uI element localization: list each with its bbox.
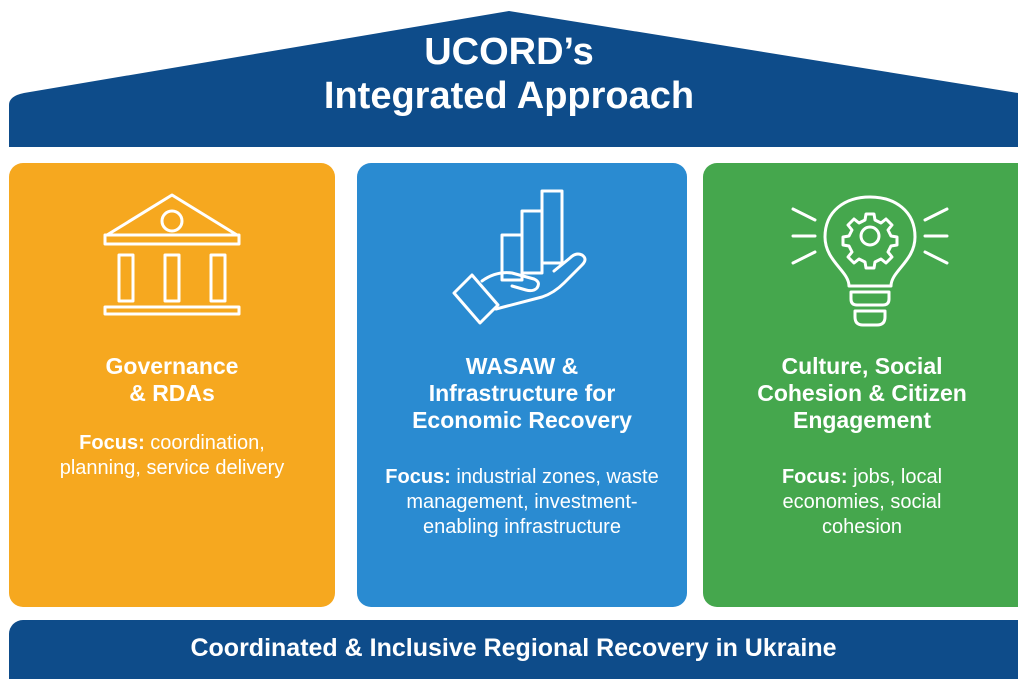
foundation-text: Coordinated & Inclusive Regional Recover… <box>190 634 837 662</box>
pillar-title-line: Engagement <box>792 407 932 433</box>
pillar-title: WASAW & Infrastructure for Economic Reco… <box>371 353 673 434</box>
pillar-focus: Focus: jobs, local economies, social coh… <box>741 465 983 540</box>
pillar-title-line: WASAW & <box>465 353 579 379</box>
focus-text: industrial zones, waste management, inve… <box>406 466 659 538</box>
pillar-title-line: Economic Recovery <box>412 407 632 433</box>
roof-title: UCORD’s Integrated Approach <box>0 30 1018 118</box>
roof-title-line-2: Integrated Approach <box>323 75 695 117</box>
foundation-banner: Coordinated & Inclusive Regional Recover… <box>9 620 1018 679</box>
focus-text: jobs, local economies, social cohesion <box>782 466 943 538</box>
pillar-title: Governance & RDAs <box>39 353 305 407</box>
focus-label: Focus: <box>79 432 145 454</box>
pillar-title-line: Culture, Social <box>781 353 943 379</box>
pillar-focus: Focus: coordination, planning, service d… <box>39 431 305 481</box>
pillar-culture: Culture, Social Cohesion & Citizen Engag… <box>703 163 1018 607</box>
lightbulb-gear-icon <box>791 195 949 327</box>
focus-label: Focus: <box>781 466 848 488</box>
pillar-title-line: Cohesion & Citizen <box>757 380 967 406</box>
pillar-governance: Governance & RDAs Focus: coordination, p… <box>9 163 335 607</box>
focus-text: coordination, planning, service delivery <box>59 432 285 479</box>
roof-title-line-1: UCORD’s <box>424 31 594 73</box>
hand-growth-chart-icon <box>452 189 587 325</box>
pillar-title-line: Infrastructure for <box>428 380 616 406</box>
pillar-infrastructure: WASAW & Infrastructure for Economic Reco… <box>357 163 687 607</box>
roof-banner <box>9 11 1018 147</box>
pillar-title: Culture, Social Cohesion & Citizen Engag… <box>711 353 1013 434</box>
government-building-icon <box>103 193 241 316</box>
pillar-focus: Focus: industrial zones, waste managemen… <box>371 465 673 540</box>
focus-label: Focus: <box>385 466 451 488</box>
pillar-title-line: & RDAs <box>129 380 215 406</box>
pillar-title-line: Governance <box>105 353 239 379</box>
